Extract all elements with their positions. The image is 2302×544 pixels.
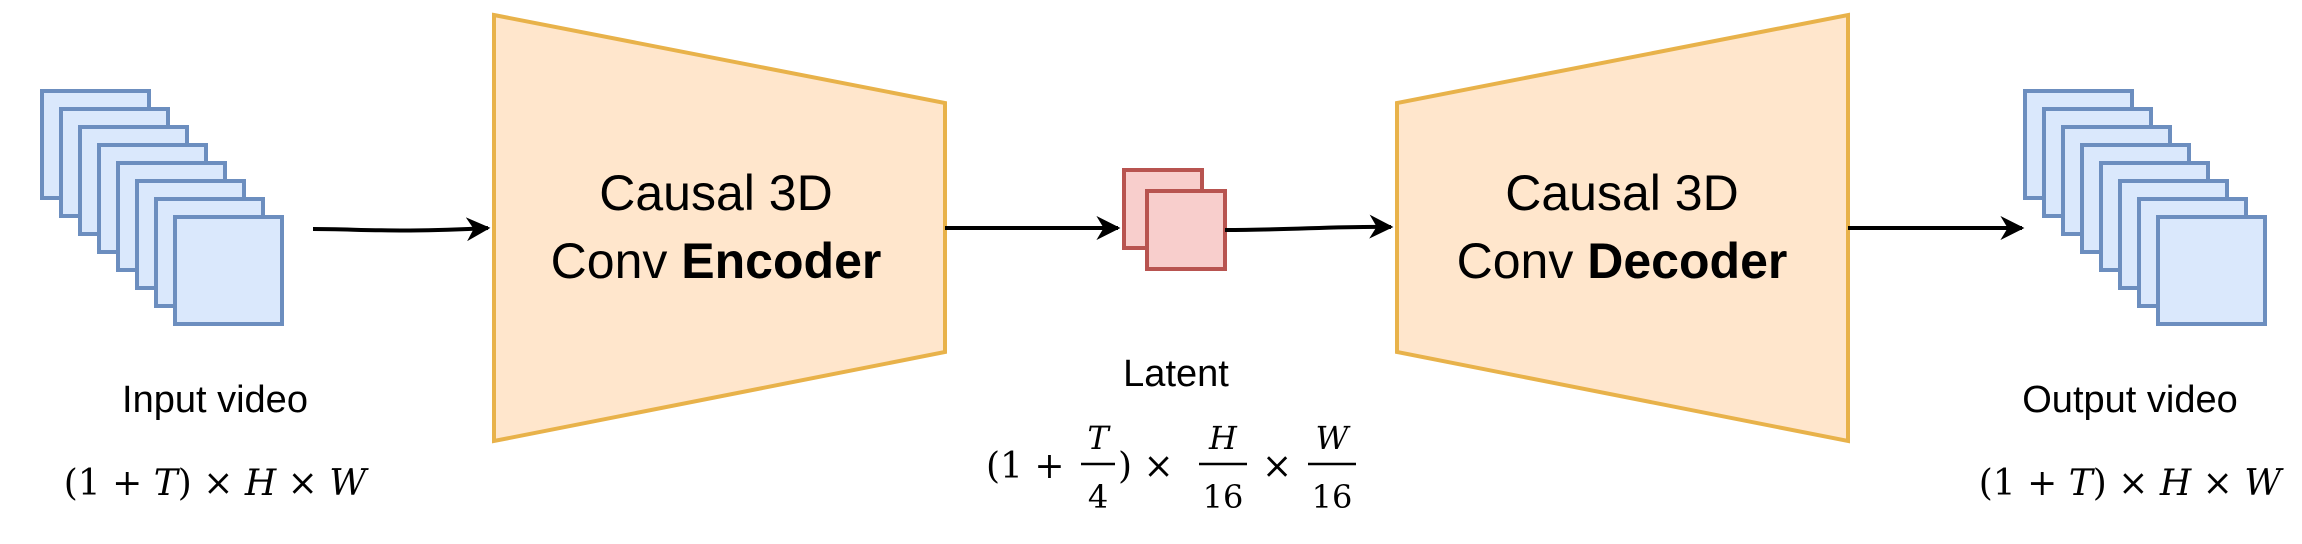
svg-text:W: W bbox=[1316, 419, 1352, 457]
svg-text:16: 16 bbox=[1312, 478, 1353, 516]
latent-formula: (1 + T 4 ) × H 16 × W 16 bbox=[986, 419, 1356, 516]
encoder-title-line2: Conv Encoder bbox=[551, 233, 882, 289]
svg-text:4: 4 bbox=[1088, 478, 1108, 516]
encoder-block bbox=[492, 12, 947, 444]
svg-text:×: × bbox=[1262, 446, 1292, 487]
svg-text:(1 +: (1 + bbox=[986, 446, 1065, 487]
output-video-frames bbox=[2023, 89, 2267, 326]
decoder-block bbox=[1395, 12, 1850, 444]
input-video-frames bbox=[40, 89, 284, 326]
output-video-formula: (1 + T) × H × W bbox=[1979, 463, 2285, 504]
svg-text:) ×: ) × bbox=[1118, 446, 1174, 487]
arrow-input-to-encoder bbox=[312, 217, 491, 242]
input-video-frame-8 bbox=[173, 215, 284, 326]
input-video-label: Input video bbox=[122, 379, 308, 421]
output-video-label: Output video bbox=[2022, 379, 2237, 421]
input-video-formula: (1 + T) × H × W bbox=[64, 463, 370, 504]
output-video-frame-8 bbox=[2156, 215, 2267, 326]
svg-text:H: H bbox=[1208, 419, 1238, 457]
latent-square-front bbox=[1145, 189, 1227, 271]
decoder-title-line1: Causal 3D bbox=[1505, 165, 1738, 221]
arrow-latent-to-decoder bbox=[1224, 214, 1394, 239]
svg-text:16: 16 bbox=[1203, 478, 1244, 516]
latent-label: Latent bbox=[1123, 353, 1229, 395]
decoder-title-line2: Conv Decoder bbox=[1457, 233, 1788, 289]
encoder-title-line1: Causal 3D bbox=[599, 165, 832, 221]
svg-text:T: T bbox=[1087, 419, 1111, 457]
